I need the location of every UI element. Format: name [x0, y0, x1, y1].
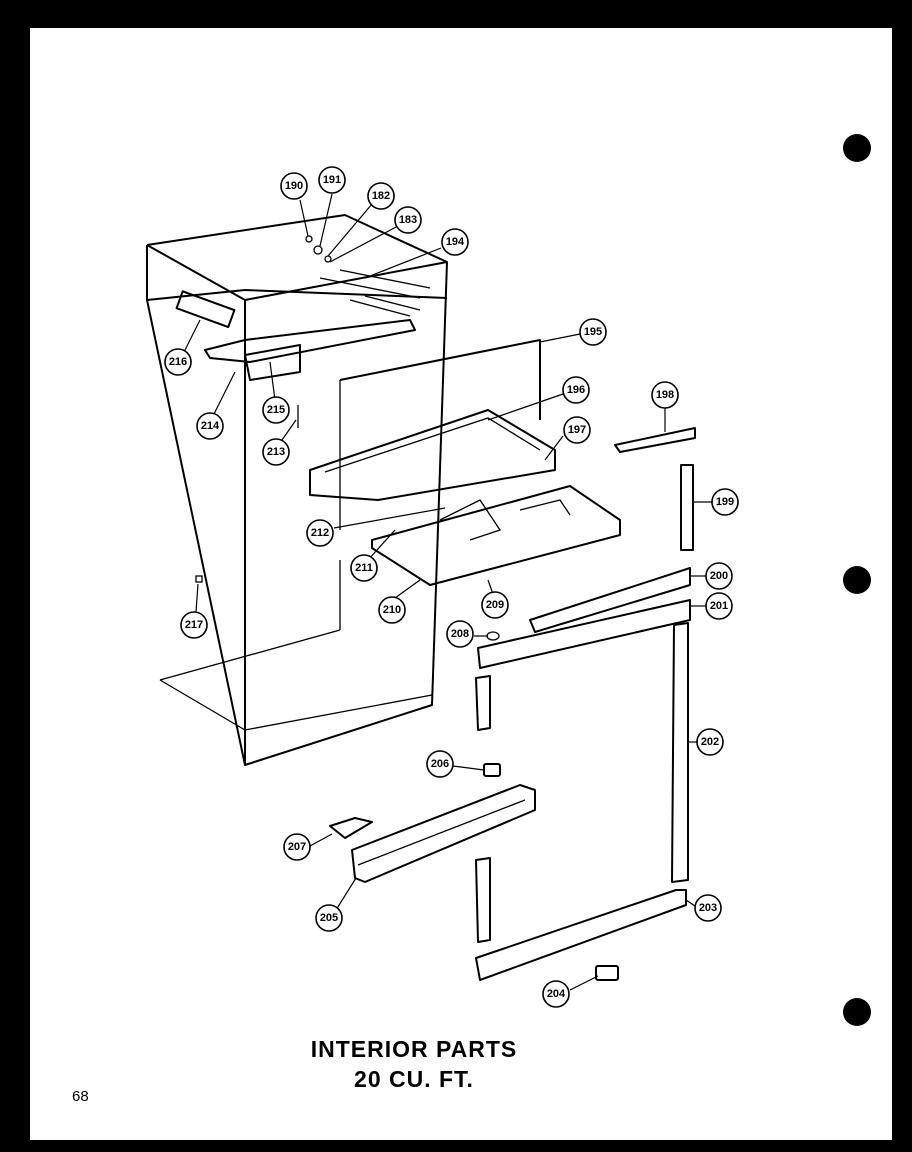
- callout-198: 198: [651, 381, 679, 409]
- callout-201: 201: [705, 592, 733, 620]
- cabinet-liner: [146, 214, 448, 766]
- binder-hole-middle: [843, 566, 871, 594]
- callout-197: 197: [563, 416, 591, 444]
- crisper-cover: [371, 485, 621, 586]
- binder-hole-bottom: [843, 998, 871, 1026]
- svg-text:208: 208: [451, 628, 469, 640]
- binder-hole-top: [843, 134, 871, 162]
- pan-tray: [309, 339, 556, 530]
- callout-213: 213: [262, 438, 290, 466]
- svg-text:213: 213: [267, 446, 285, 458]
- svg-text:209: 209: [486, 599, 504, 611]
- callout-182: 182: [367, 182, 395, 210]
- svg-text:201: 201: [710, 600, 728, 612]
- svg-text:210: 210: [383, 604, 401, 616]
- callout-191: 191: [318, 166, 346, 194]
- svg-text:212: 212: [311, 527, 329, 539]
- callout-217: 217: [180, 611, 208, 639]
- svg-text:214: 214: [201, 420, 220, 432]
- callout-211: 211: [350, 554, 378, 582]
- callout-204: 204: [542, 980, 570, 1008]
- small-parts: [195, 235, 619, 981]
- svg-text:194: 194: [446, 236, 465, 248]
- top-shelf-assembly: [175, 290, 416, 428]
- callout-206: 206: [426, 750, 454, 778]
- callout-205: 205: [315, 904, 343, 932]
- svg-text:205: 205: [320, 912, 338, 924]
- callout-203: 203: [694, 894, 722, 922]
- svg-text:202: 202: [701, 736, 719, 748]
- svg-text:215: 215: [267, 404, 285, 416]
- svg-text:200: 200: [710, 570, 728, 582]
- door-shelf-bar: [329, 784, 536, 883]
- svg-text:203: 203: [699, 902, 717, 914]
- svg-text:191: 191: [323, 174, 341, 186]
- diagram-subtitle: 20 CU. FT.: [354, 1066, 474, 1092]
- svg-text:182: 182: [372, 190, 390, 202]
- callout-196: 196: [562, 376, 590, 404]
- page-number: 68: [72, 1088, 89, 1105]
- callout-194: 194: [441, 228, 469, 256]
- callout-195: 195: [579, 318, 607, 346]
- leader-lines: [183, 193, 712, 991]
- svg-text:198: 198: [656, 389, 674, 401]
- callout-199: 199: [711, 488, 739, 516]
- svg-text:207: 207: [288, 841, 306, 853]
- callout-202: 202: [696, 728, 724, 756]
- callout-207: 207: [283, 833, 311, 861]
- svg-text:206: 206: [431, 758, 449, 770]
- svg-text:217: 217: [185, 619, 203, 631]
- diagram-title: INTERIOR PARTS: [310, 1036, 518, 1062]
- svg-text:216: 216: [169, 356, 187, 368]
- callout-190: 190: [280, 172, 308, 200]
- callout-216: 216: [164, 348, 192, 376]
- callout-183: 183: [394, 206, 422, 234]
- callout-210: 210: [378, 596, 406, 624]
- callout-215: 215: [262, 396, 290, 424]
- svg-text:204: 204: [547, 988, 566, 1000]
- callout-200: 200: [705, 562, 733, 590]
- callout-208: 208: [446, 620, 474, 648]
- svg-text:197: 197: [568, 424, 586, 436]
- callout-209: 209: [481, 591, 509, 619]
- paper-sheet: [30, 28, 892, 1140]
- svg-text:211: 211: [355, 562, 373, 574]
- svg-text:196: 196: [567, 384, 585, 396]
- svg-text:190: 190: [285, 180, 303, 192]
- svg-text:195: 195: [584, 326, 602, 338]
- door-liner-parts: [475, 427, 696, 981]
- callout-212: 212: [306, 519, 334, 547]
- svg-text:199: 199: [716, 496, 734, 508]
- svg-text:183: 183: [399, 214, 417, 226]
- callout-214: 214: [196, 412, 224, 440]
